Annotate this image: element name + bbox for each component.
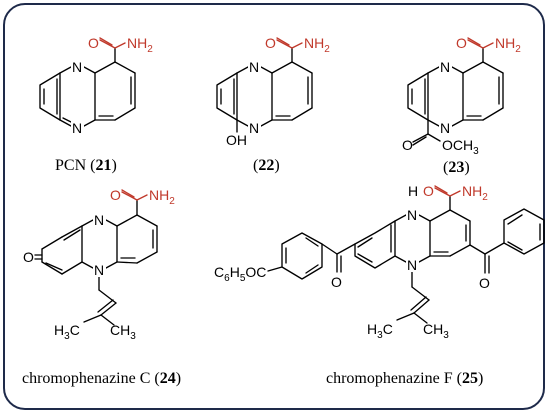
compound-name: PCN [55, 157, 87, 174]
compound-number: 21 [95, 157, 111, 174]
ring-nitrogen-label: N [72, 59, 82, 75]
figure-border [3, 3, 545, 410]
compound-25: O NH2 H N N O O C6H5OC H3C CH3 chromophe… [214, 183, 545, 387]
amide-oxygen-label: O [110, 187, 121, 203]
ester-oxygen-label: O [402, 137, 413, 153]
methyl-label-left: H3C [54, 322, 80, 342]
amide-oxygen-label: O [88, 35, 99, 51]
ketone-oxygen-label: O [331, 274, 342, 290]
methyl-label-right: CH3 [423, 321, 449, 341]
compound-number: 24 [160, 370, 176, 387]
compound-number: 22 [258, 157, 274, 174]
compound-21: O NH2 N N PCN (21) [39, 35, 153, 174]
compound-name: chromophenazine F [326, 370, 453, 387]
amide-nh2-label: NH2 [304, 35, 330, 55]
ring-nitrogen-label: N [72, 120, 82, 136]
amide-oxygen-label: O [265, 35, 276, 51]
ring-nitrogen-label: N [249, 59, 259, 75]
amide-nh2-label: NH2 [149, 187, 175, 207]
ketone-oxygen-label: O [479, 275, 490, 291]
amide-nh2-label: NH2 [462, 183, 488, 203]
ring-nitrogen-label: N [249, 120, 259, 136]
methyl-label-left: H3C [367, 321, 393, 341]
ring-nh-hydrogen-label: H [408, 183, 418, 199]
ring-nitrogen-label: N [94, 212, 104, 228]
compound-number: 25 [462, 370, 478, 387]
compound-23: O NH2 N N O OCH3 (23) [402, 35, 521, 176]
ketone-oxygen-label: O [23, 249, 34, 265]
ring-nitrogen-label: N [94, 262, 104, 278]
amide-oxygen-label: O [423, 183, 434, 199]
methyl-label-right: CH3 [110, 322, 136, 342]
hydroxyl-label: OH [226, 132, 247, 148]
ring-nitrogen-label: N [407, 207, 417, 223]
compound-number: 23 [448, 159, 464, 176]
amide-nh2-label: NH2 [495, 35, 521, 55]
compound-name: chromophenazine C [22, 370, 150, 387]
ring-nitrogen-label: N [440, 120, 450, 136]
compound-22: O NH2 N N OH (22) [216, 35, 330, 174]
methoxy-label: OCH3 [442, 137, 479, 157]
compound-24: O NH2 N N O H3C CH3 chromophenazine C (2… [22, 187, 181, 387]
compound-caption: chromophenazine C (24) [22, 370, 181, 387]
aryl-substituent-label: C6H5OC [214, 264, 266, 284]
amide-oxygen-label: O [456, 35, 467, 51]
compound-caption: chromophenazine F (25) [326, 370, 483, 387]
ring-nitrogen-label: N [407, 257, 417, 273]
amide-nh2-label: NH2 [127, 35, 153, 55]
compound-caption: (22) [253, 157, 280, 174]
compound-caption: (23) [443, 159, 470, 176]
ring-nitrogen-label: N [440, 59, 450, 75]
compound-caption: PCN (21) [55, 157, 117, 174]
